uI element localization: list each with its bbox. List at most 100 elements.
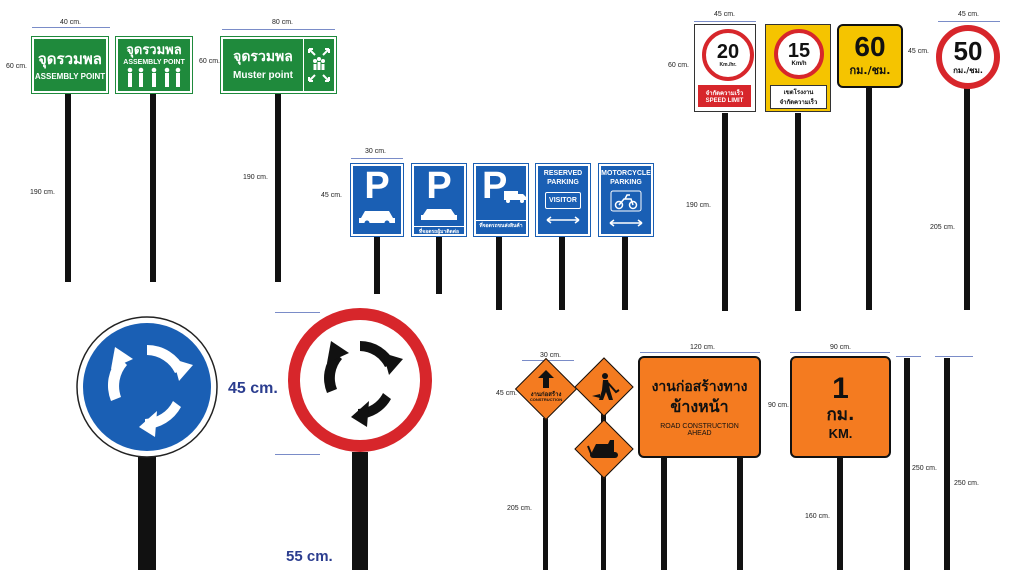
speed-caption-panel: จำกัดความเร็ว SPEED LIMIT (698, 85, 751, 107)
double-arrow-icon (609, 219, 643, 227)
speed-unit: Km./hr. (719, 62, 737, 68)
visitor-label: VISITOR (545, 192, 581, 209)
roundabout-arrows-icon (324, 341, 403, 427)
dim-line (896, 356, 921, 357)
speed-value: 60 (854, 31, 886, 62)
arrow-up-icon (538, 370, 554, 388)
spare-pole (904, 358, 910, 570)
sign-pole (150, 94, 156, 282)
worker-icon (592, 373, 620, 400)
speed-value: 50 (953, 35, 983, 66)
speed-limit-60-sign: 60 กม./ชม. (837, 24, 903, 88)
dim-label: 120 cm. (690, 344, 715, 351)
speed-circle: 20 Km./hr. (702, 29, 754, 81)
dim-label: 45 cm. (228, 380, 278, 397)
dim-label: 190 cm. (243, 174, 268, 181)
sign-pole (866, 88, 872, 310)
dim-line (694, 21, 756, 22)
dim-line (640, 352, 760, 353)
roundabout-warning-sign (288, 308, 432, 452)
dim-label: 60 cm. (668, 62, 690, 69)
dim-label: 45 cm. (714, 11, 736, 18)
dim-label: 80 cm. (272, 19, 294, 26)
dim-label: 190 cm. (686, 202, 711, 209)
sign-en-text: ASSEMBLY POINT (123, 58, 185, 66)
car-icon (421, 209, 457, 220)
visitor-parking-sign: P ที่จอดรถผู้มาติดต่อ (411, 163, 467, 237)
dim-label: 30 cm. (365, 148, 387, 155)
reserved-parking-sign: RESERVED PARKING VISITOR (535, 163, 591, 237)
speed-circle: 15 Km/h (774, 29, 824, 79)
dim-label: 45 cm. (908, 48, 930, 55)
dim-label: 45 cm. (958, 11, 980, 18)
sign-pole (559, 236, 565, 310)
bulldozer-icon (587, 440, 618, 458)
sign-thai-text: จุดรวมพล (233, 49, 293, 65)
sign-pole (837, 458, 843, 570)
dim-label: 160 cm. (805, 513, 830, 520)
dim-label: 30 cm. (540, 352, 562, 359)
dim-label: 40 cm. (60, 19, 82, 26)
dim-label: 60 cm. (199, 58, 221, 65)
sign-pole (65, 94, 71, 282)
dim-line (938, 21, 1000, 22)
speed-unit: Km/h (791, 61, 807, 67)
sign-title-text: RESERVED PARKING (543, 170, 583, 186)
speed-value: 15 (787, 40, 811, 62)
assembly-arrows-icon (308, 48, 330, 82)
dim-label: 60 cm. (6, 63, 28, 70)
dim-label: 205 cm. (930, 224, 955, 231)
truck-icon (504, 191, 526, 203)
speed-limit-50-sign: 50 กม./ชม. (936, 25, 1000, 89)
sign-en-text: ASSEMBLY POINT (34, 71, 106, 81)
roundabout-arrows-icon (107, 344, 193, 437)
dim-label: 55 cm. (286, 548, 333, 565)
sign-pole (374, 236, 380, 294)
sign-pole (352, 452, 368, 570)
spare-pole (944, 358, 950, 570)
speed-unit: กม./ชม. (849, 64, 891, 77)
km-thai: กม. (826, 404, 855, 425)
motorcycle-icon (610, 190, 642, 212)
sign-caption: งานก่อสร้าง (530, 391, 562, 398)
sign-pole (601, 410, 606, 570)
sign-thai-text: จุดรวมพล (126, 42, 182, 58)
motorcycle-parking-sign: MOTORCYCLE PARKING (598, 163, 654, 237)
speed-value: 20 (716, 41, 740, 63)
dim-line (32, 27, 110, 28)
muster-icon-panel (303, 39, 334, 91)
speed-caption-panel: เขตโรงงาน จำกัดความเร็ว (770, 85, 827, 109)
dim-label: 90 cm. (768, 402, 790, 409)
sign-pole (964, 88, 970, 310)
speed-caption-thai: เขตโรงงาน (783, 89, 814, 96)
parking-p-letter: P (482, 165, 508, 207)
car-icon (359, 211, 395, 226)
dim-label: 250 cm. (954, 480, 979, 487)
sign-pole (436, 236, 442, 294)
sign-pole (795, 113, 801, 311)
parking-p-letter: P (364, 165, 390, 207)
dim-label: 90 cm. (830, 344, 852, 351)
sign-pole (737, 458, 743, 570)
sign-pole (722, 113, 728, 311)
speed-limit-20-sign: 20 Km./hr. จำกัดความเร็ว SPEED LIMIT (694, 24, 756, 112)
distance-1km-sign: 1 กม. KM. (790, 356, 891, 458)
sign-thai-text: จุดรวมพล (38, 49, 102, 68)
dim-label: 45 cm. (321, 192, 343, 199)
sign-pole (543, 418, 548, 570)
speed-caption-en: SPEED LIMIT (705, 98, 744, 104)
factory-speed-15-sign: 15 Km/h เขตโรงงาน จำกัดความเร็ว (765, 24, 831, 112)
people-group-icon (127, 67, 181, 87)
sign-en-text: ROAD CONSTRUCTION (660, 423, 739, 430)
km-value: 1 (832, 371, 849, 405)
dim-label: 190 cm. (30, 189, 55, 196)
sign-en-text: Muster point (233, 70, 293, 81)
sign-caption: ที่จอดรถขนส่งสินค้า (476, 220, 526, 230)
dim-label: 205 cm. (507, 505, 532, 512)
sign-title-text: MOTORCYCLE PARKING (601, 170, 651, 186)
assembly-point-sign: จุดรวมพล ASSEMBLY POINT (31, 36, 109, 94)
roundabout-mandatory-sign (76, 316, 218, 458)
road-construction-ahead-sign: งานก่อสร้างทาง ข้างหน้า ROAD CONSTRUCTIO… (638, 356, 761, 458)
sign-pole (661, 458, 667, 570)
truck-parking-sign: P ที่จอดรถขนส่งสินค้า (473, 163, 529, 237)
